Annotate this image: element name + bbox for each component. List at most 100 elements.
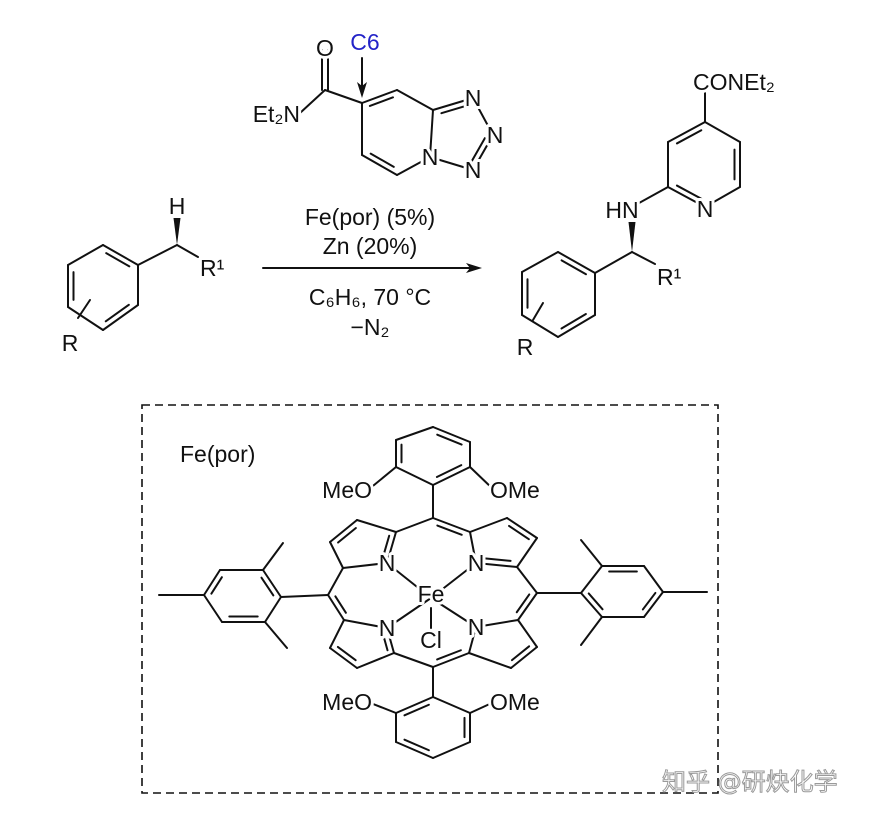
bond-line xyxy=(386,627,395,654)
double-bond-line xyxy=(515,593,531,614)
bond-line xyxy=(468,626,477,654)
product-r-label: R xyxy=(517,334,534,360)
bond-line xyxy=(203,569,221,596)
bond-line xyxy=(329,541,344,569)
bond-line xyxy=(386,531,397,564)
methoxy-bottom-right: OMe xyxy=(490,689,540,715)
bond-line xyxy=(361,154,398,176)
bond-line xyxy=(667,186,706,208)
bond-line xyxy=(472,97,494,136)
bond-line xyxy=(557,314,596,338)
pyrrole-n-top-left: N xyxy=(379,550,396,576)
double-bond-line xyxy=(105,252,131,268)
double-bond-line xyxy=(641,591,657,611)
bond-line xyxy=(432,696,471,714)
stereo-wedge xyxy=(628,222,636,252)
double-bond-line xyxy=(440,104,469,115)
pyrrole-n-bottom-left: N xyxy=(379,615,396,641)
double-bond-line xyxy=(337,527,357,544)
bond-line xyxy=(102,304,139,331)
tetrazole-n3-label: N xyxy=(465,157,482,183)
double-bond-line xyxy=(403,738,430,752)
double-bond-line xyxy=(369,152,395,168)
bond-line xyxy=(580,616,603,646)
catalyst-title: Fe(por) xyxy=(180,441,255,467)
bond-line xyxy=(432,426,471,443)
double-bond-line xyxy=(260,576,275,597)
bond-line xyxy=(517,619,538,648)
bond-line xyxy=(432,97,474,111)
iron-center-label: Fe xyxy=(418,581,445,607)
tetrazolopyridine-reagent: O Et₂N C6 N N N N xyxy=(250,26,507,186)
bond-line xyxy=(367,701,397,714)
bond-line xyxy=(516,566,538,594)
double-bond-line xyxy=(368,96,394,107)
bond-line xyxy=(667,121,706,143)
substrate-r-label: R xyxy=(62,330,79,356)
double-bond-line xyxy=(382,534,391,558)
bond-line xyxy=(432,517,471,533)
methoxy-bottom-left: MeO xyxy=(322,689,372,715)
methoxy-top-right: OMe xyxy=(490,477,540,503)
bond-line xyxy=(395,741,434,759)
bond-line xyxy=(429,156,474,171)
double-bond-line xyxy=(675,129,703,145)
bond-line xyxy=(580,592,603,618)
bond-line xyxy=(203,594,223,623)
bond-line xyxy=(67,244,104,266)
c6-pointer-arrowhead xyxy=(357,82,367,98)
double-bond-line xyxy=(436,649,462,661)
bond-line xyxy=(510,646,538,669)
bond-line xyxy=(506,517,538,539)
double-bond-line xyxy=(435,464,463,478)
double-bond-line xyxy=(508,524,530,541)
c6-position-label: C6 xyxy=(350,29,379,55)
bond-line xyxy=(396,156,431,176)
bond-line xyxy=(516,537,538,568)
double-bond-line xyxy=(104,303,130,323)
bond-line xyxy=(280,594,329,598)
bond-line xyxy=(395,696,434,714)
fe-n-bond xyxy=(430,562,477,599)
bond-line xyxy=(356,652,395,669)
bond-line xyxy=(631,251,656,265)
bond-line xyxy=(475,619,519,628)
double-bond-line xyxy=(403,703,430,717)
double-bond-line xyxy=(210,576,223,595)
benzylic-substrate: H R¹ R xyxy=(59,190,228,359)
bond-line xyxy=(329,519,358,543)
product-pyridine-n-label: N xyxy=(697,196,714,222)
bond-line xyxy=(429,109,434,158)
double-bond-line xyxy=(587,592,604,611)
bond-line xyxy=(324,89,363,104)
double-bond-line xyxy=(675,184,703,200)
double-bond-line xyxy=(436,433,463,446)
iron-porphyrin-catalyst: Fe(por) MeO OMe MeO OMe N N N N Fe Cl xyxy=(177,438,543,718)
bond-line xyxy=(67,306,104,331)
bond-line xyxy=(643,591,664,618)
bond-line xyxy=(704,121,741,143)
bond-line xyxy=(469,517,508,533)
product-amide-label: CONEt₂ xyxy=(693,69,775,95)
bond-line xyxy=(329,647,358,669)
methoxy-top-left: MeO xyxy=(322,477,372,503)
product-hn-label: HN xyxy=(605,197,638,223)
tetrazole-n1-label: N xyxy=(465,85,482,111)
bond-line xyxy=(580,565,603,594)
bond-line xyxy=(472,134,494,171)
bond-line xyxy=(102,244,139,266)
bond-line xyxy=(468,652,512,669)
substituent-bond xyxy=(532,302,544,321)
bond-line xyxy=(262,569,282,598)
double-bond-line xyxy=(560,259,587,276)
substrate-r1-label: R¹ xyxy=(200,255,225,281)
pyrrole-n-top-right: N xyxy=(468,550,485,576)
bond-line xyxy=(432,741,471,759)
substituent-bond xyxy=(77,299,91,319)
bond-line xyxy=(393,652,434,668)
bond-line xyxy=(432,466,471,486)
pyrrole-n-bottom-right: N xyxy=(468,614,485,640)
diethylamide-label: Et₂N xyxy=(253,101,300,127)
